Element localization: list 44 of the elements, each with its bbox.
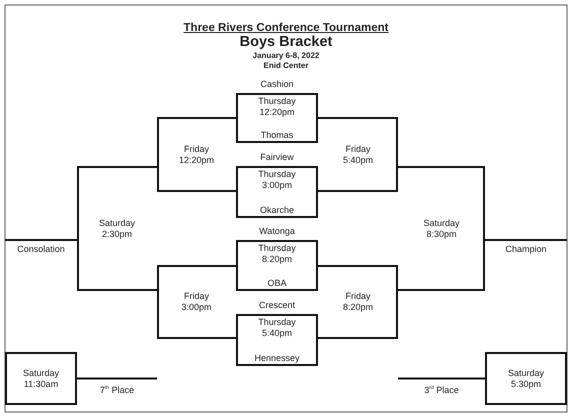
bracket-shape (318, 117, 398, 192)
bracket-shape (157, 265, 236, 339)
date-text: January 6-8, 2022 (252, 52, 320, 61)
team-name: Crescent (258, 300, 295, 311)
game-time: Friday 12:20pm (178, 144, 216, 166)
game-time: Saturday 11:30am (23, 368, 60, 390)
team-name: Fairview (260, 152, 294, 163)
game-box (5, 352, 77, 405)
game-time: Friday 8:20pm (342, 291, 374, 313)
game-time: Thursday 3:00pm (257, 169, 297, 191)
team-name: Cashion (260, 79, 294, 90)
game-box (236, 300, 318, 366)
team-name: Okarche (260, 205, 294, 216)
game-time: Friday 5:40pm (342, 144, 374, 166)
connector-line (77, 378, 157, 380)
game-time: Thursday 8:20pm (257, 243, 297, 265)
team-name: Hennessey (254, 353, 300, 364)
game-box (485, 352, 567, 405)
result-label-text: Consolation (17, 244, 65, 255)
bracket-shape (318, 265, 398, 339)
game-time: Saturday 8:30pm (422, 218, 461, 240)
game-time: Saturday 5:30pm (506, 368, 546, 390)
venue-text: Enid Center (264, 62, 308, 71)
team-name: Watonga (259, 226, 295, 237)
result-label-text: Champion (505, 244, 547, 255)
subtitle: Boys Bracket (240, 35, 332, 51)
bracket-shape (398, 166, 485, 291)
team-name: Thomas (260, 130, 294, 141)
team-name: OBA (267, 278, 286, 289)
connector-line (485, 239, 567, 241)
edge-label: 7$^{th}$ Place (98, 382, 136, 396)
game-time: Thursday 12:20pm (257, 96, 297, 118)
game-time: Thursday 5:40pm (257, 317, 297, 339)
bracket-shape (77, 166, 157, 291)
game-time: Friday 3:00pm (180, 291, 213, 313)
game-box (236, 79, 318, 143)
bracket-shape (157, 117, 236, 192)
game-box (236, 152, 318, 218)
game-box (236, 226, 318, 291)
connector-line (398, 378, 485, 380)
connector-line (5, 239, 77, 241)
bracket-title: Three Rivers Conference Tournament (184, 22, 388, 34)
edge-label: 3$^{rd}$ Place (423, 382, 460, 396)
game-time: Saturday 2:30pm (98, 218, 136, 240)
